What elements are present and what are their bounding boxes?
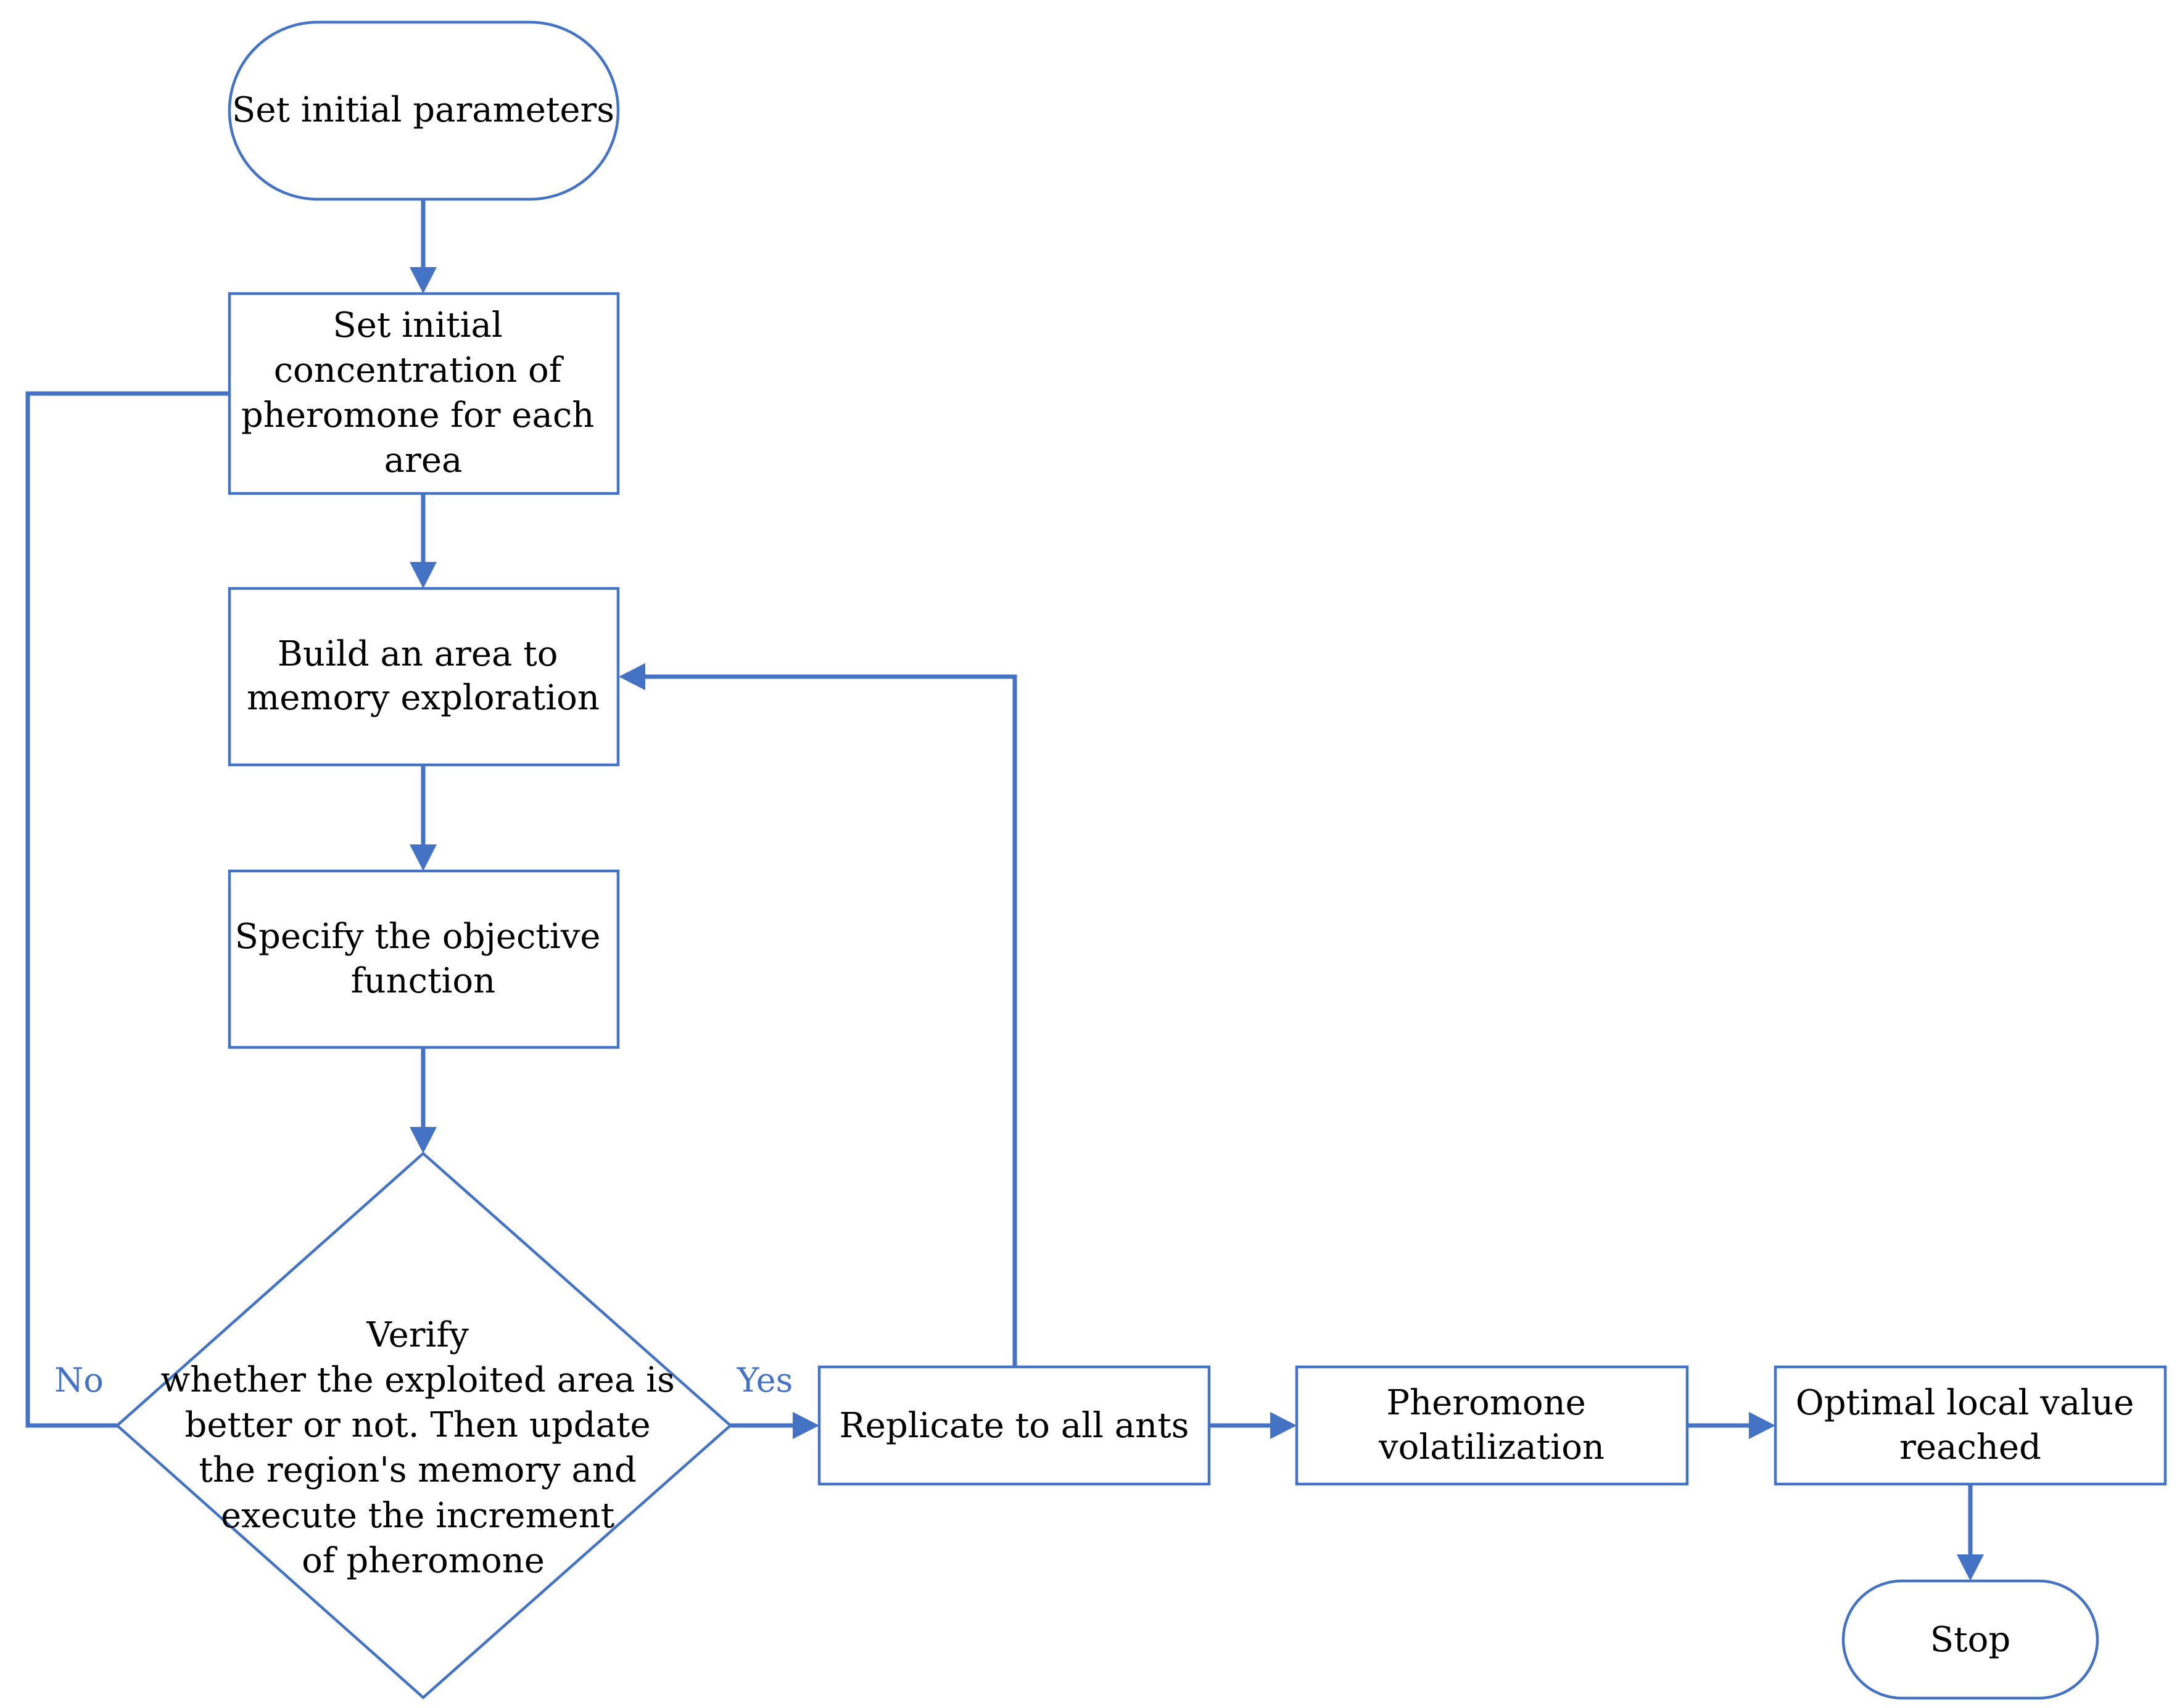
node-text-line: of pheromone [302, 1541, 545, 1581]
node-text-line: memory exploration [247, 678, 600, 718]
node-text-line: execute the increment [221, 1496, 615, 1536]
edge-replicate-to-build-area [641, 674, 1017, 1367]
node-stop-label: Stop [1930, 1620, 2010, 1660]
node-text-line: Verify [366, 1315, 469, 1355]
node-build-area: Build an area to memory exploration [228, 587, 620, 767]
arrowhead-icon [793, 1412, 819, 1439]
process-shape [228, 292, 620, 495]
node-text-line: Build an area to [278, 634, 558, 674]
process-shape [228, 587, 620, 767]
node-text-line: Set initial [333, 305, 502, 345]
node-objective: Specify the objective function [228, 869, 620, 1049]
process-shape [817, 1365, 1211, 1486]
process-shape [1774, 1365, 2167, 1486]
node-text-line: volatilization [1378, 1427, 1605, 1467]
arrowhead-icon [410, 562, 437, 588]
node-text-line: Pheromone [1386, 1383, 1585, 1423]
node-text-line: Specify the objective [235, 917, 601, 957]
node-text-line: function [351, 961, 495, 1001]
node-text-line: reached [1899, 1427, 2041, 1467]
process-shape [228, 869, 620, 1049]
node-text-line: Replicate to all ants [840, 1406, 1189, 1446]
node-objective-label: Specify the objective function [235, 917, 612, 1001]
node-start: Set initial parameters [228, 20, 620, 201]
arrowhead-icon [410, 844, 437, 871]
arrowhead-icon [1270, 1412, 1297, 1439]
node-text-line: concentration of [274, 350, 564, 390]
node-text-line: better or not. Then update [185, 1405, 651, 1445]
node-volatilization: Pheromone volatilization [1295, 1365, 1689, 1486]
node-verify-label: Verify whether the exploited area is bet… [160, 1315, 685, 1581]
node-init-pheromone: Set initial concentration of pheromone f… [228, 292, 620, 495]
node-text-line: area [384, 440, 463, 481]
edge-verify-to-init-pheromone [25, 391, 229, 1428]
edges-layer [25, 199, 1984, 1581]
process-shape [1295, 1365, 1689, 1486]
decision-shape [115, 1151, 733, 1700]
node-stop: Stop [1841, 1579, 2099, 1700]
node-optimal-label: Optimal local value reached [1796, 1383, 2145, 1467]
arrowhead-icon [410, 1127, 437, 1153]
node-replicate-label: Replicate to all ants [840, 1406, 1189, 1446]
terminator-shape [228, 20, 620, 201]
node-optimal: Optimal local value reached [1774, 1365, 2167, 1486]
node-text-line: Set initial parameters [232, 90, 614, 130]
node-text-line: Optimal local value [1796, 1383, 2134, 1423]
node-text-line: the region's memory and [199, 1450, 636, 1490]
node-text-line: pheromone for each [241, 395, 594, 435]
arrowhead-icon [1749, 1412, 1775, 1439]
edge-label-yes: Yes [737, 1361, 793, 1400]
node-replicate: Replicate to all ants [817, 1365, 1211, 1486]
terminator-shape [1841, 1579, 2099, 1700]
node-text-line: Stop [1930, 1620, 2010, 1660]
node-volatilization-label: Pheromone volatilization [1378, 1383, 1605, 1467]
node-verify: Verify whether the exploited area is bet… [115, 1151, 733, 1700]
node-init-pheromone-label: Set initial concentration of pheromone f… [241, 305, 605, 481]
node-build-area-label: Build an area to memory exploration [247, 634, 600, 718]
node-start-label: Set initial parameters [232, 90, 614, 130]
arrowhead-icon [410, 267, 437, 294]
edge-label-no: No [54, 1361, 104, 1400]
node-text-line: whether the exploited area is [160, 1360, 674, 1400]
edge-labels: No Yes [54, 1361, 793, 1400]
arrowhead-icon [619, 663, 645, 690]
arrowhead-icon [1957, 1554, 1984, 1581]
